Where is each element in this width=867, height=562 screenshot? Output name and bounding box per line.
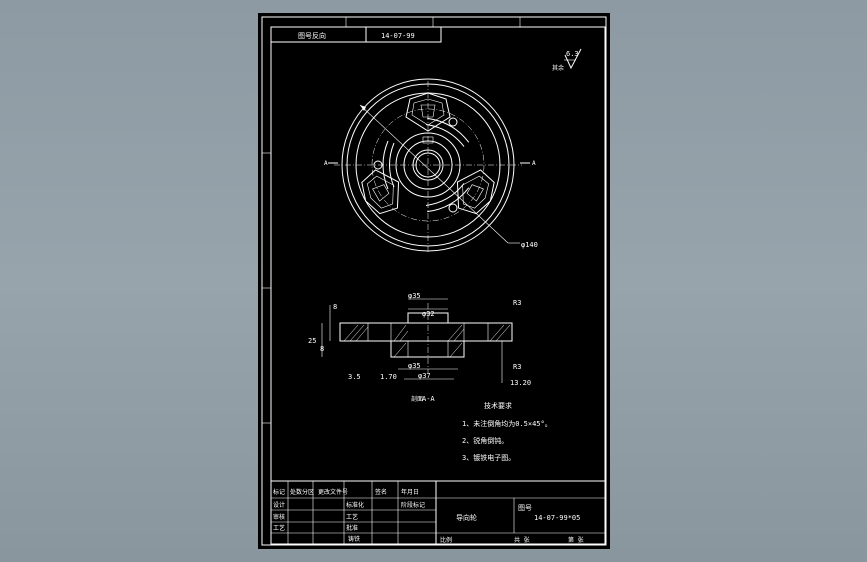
- drawing-canvas: 图号反向 14-07-99 6.3 其余: [261, 16, 607, 546]
- dim-r3-top: R3: [513, 299, 521, 307]
- tb-r0c1: 处数: [290, 488, 302, 496]
- section-mark-right: A: [532, 160, 536, 167]
- front-view: A A φ140: [324, 78, 538, 253]
- tech-item-3: 3、镀铁电子图。: [462, 453, 515, 462]
- dim-d35-bottom: φ35: [408, 362, 421, 370]
- section-caption: A-A: [422, 395, 435, 403]
- tb-drawing-no: 14-07-99*05: [534, 514, 580, 522]
- dim-h8-mid: 8: [320, 345, 324, 353]
- title-block: 标记 处数 分区 更改文件号 签名 年月日 设计 标准化 阶段标记 审核 工艺 …: [270, 480, 606, 545]
- dim-h170: 1.70: [380, 373, 397, 381]
- dim-r3-bottom: R3: [513, 363, 521, 371]
- tech-title: 技术要求: [484, 401, 512, 410]
- dim-d32: φ32: [422, 310, 435, 318]
- top-part-number: 14-07-99: [381, 32, 415, 40]
- tb-r0c4: 签名: [375, 488, 387, 496]
- top-header-label: 图号反向: [298, 31, 326, 40]
- section-view: φ35 φ32 φ35 φ37 R3 R3 25 8 8 3.5 1.70 13…: [308, 292, 531, 403]
- tech-item-2: 2、锐角倒钝。: [462, 436, 508, 445]
- technical-requirements: 技术要求 1、未注倒角均为0.5×45°。 2、锐角倒钝。 3、镀铁电子图。: [462, 401, 552, 462]
- dim-h35: 3.5: [348, 373, 361, 381]
- tb-r0c0: 标记: [273, 488, 285, 496]
- drawing-sheet: 图号反向 14-07-99 6.3 其余: [258, 13, 610, 549]
- inner-frame: [270, 26, 606, 545]
- roughness-symbol: 6.3 其余: [552, 48, 582, 72]
- tb-scale-label: 比例: [440, 536, 452, 544]
- roughness-note: 其余: [552, 64, 564, 72]
- tb-sheets-label: 共 张: [514, 536, 530, 544]
- tb-r1c2: 标准化: [346, 501, 364, 509]
- tb-r2c0: 审核: [273, 513, 285, 521]
- outer-diameter-label: φ140: [521, 241, 538, 249]
- tb-r1c5: 阶段标记: [401, 501, 425, 509]
- tech-item-1: 1、未注倒角均为0.5×45°。: [462, 419, 552, 428]
- section-caption-prefix: 剖面: [411, 395, 423, 403]
- dim-d37: φ37: [418, 372, 431, 380]
- tb-sheet-label: 第 张: [568, 536, 584, 544]
- tb-part-name: 导向轮: [456, 513, 477, 522]
- tb-drawing-no-label: 图号: [518, 504, 532, 512]
- tb-r3c3: 批准: [346, 524, 358, 532]
- tb-r0c3: 更改文件号: [318, 488, 348, 496]
- tb-r0c2: 分区: [302, 488, 314, 496]
- tb-material-hint: 铸铁: [348, 535, 360, 543]
- tb-r2c3: 工艺: [346, 513, 358, 521]
- top-header-box: 图号反向 14-07-99: [270, 26, 442, 43]
- tb-r0c5: 年月日: [401, 488, 419, 496]
- outer-frame: [261, 16, 607, 546]
- tb-r3c0: 工艺: [273, 524, 285, 532]
- dim-h8-top: 8: [333, 303, 337, 311]
- dim-d35-top: φ35: [408, 292, 421, 300]
- section-mark-left: A: [324, 160, 328, 167]
- roughness-value: 6.3: [566, 50, 579, 58]
- dim-h1320: 13.20: [510, 379, 531, 387]
- section-hatching: [343, 324, 511, 358]
- dim-h25: 25: [308, 337, 316, 345]
- tb-r1c0: 设计: [273, 501, 285, 509]
